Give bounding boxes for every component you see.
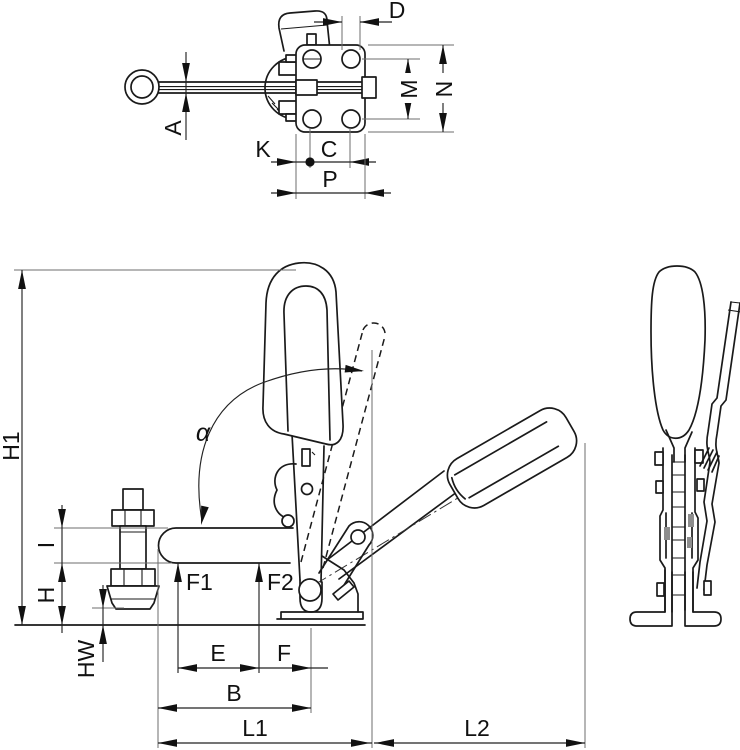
handle-open-position xyxy=(313,407,578,586)
dim-label-B: B xyxy=(226,680,241,706)
spindle-foot xyxy=(106,585,160,610)
dim-label-I: I xyxy=(33,542,59,548)
angle-arc: α xyxy=(196,364,365,526)
dim-F2: F2 xyxy=(255,563,294,673)
dim-label-P: P xyxy=(322,166,337,192)
dim-M: M xyxy=(362,58,422,120)
dim-label-L2: L2 xyxy=(464,715,490,741)
dim-A: A xyxy=(160,52,190,140)
front-view: α xyxy=(14,261,578,626)
dim-label-L1: L1 xyxy=(242,715,268,741)
dim-HW: HW xyxy=(73,585,124,678)
top-view-dimensions: D M N A xyxy=(160,0,457,199)
dim-label-alpha: α xyxy=(196,419,211,447)
main-pivot xyxy=(298,578,322,602)
dim-label-A: A xyxy=(160,120,186,136)
dim-label-D: D xyxy=(389,0,406,23)
dim-label-F2: F2 xyxy=(267,569,294,595)
spindle-ring xyxy=(124,69,160,105)
dim-P: P xyxy=(271,134,391,199)
side-grip xyxy=(650,265,707,440)
top-view xyxy=(124,10,377,133)
dim-B: B xyxy=(158,680,311,712)
dim-label-H: H xyxy=(33,587,59,604)
dim-E-F: E F xyxy=(178,640,328,672)
dim-I-H: I H xyxy=(33,505,172,633)
dim-N: N xyxy=(368,44,457,133)
dim-L2: L2 xyxy=(374,715,585,747)
dim-label-F1: F1 xyxy=(186,569,213,595)
dim-F1: F1 xyxy=(174,563,213,673)
clamp-arm xyxy=(157,527,294,564)
dim-label-M: M xyxy=(396,79,422,98)
dim-label-C: C xyxy=(321,136,338,162)
dim-H1: H1 xyxy=(0,269,296,625)
dim-label-H1: H1 xyxy=(0,431,24,460)
front-view-dimensions: H1 I H HW F1 F2 xyxy=(0,269,586,748)
clamp-body xyxy=(273,433,374,620)
dim-L1: L1 xyxy=(158,715,372,747)
dim-label-HW: HW xyxy=(73,640,99,679)
dim-K-C: K C xyxy=(255,128,376,199)
dim-label-F: F xyxy=(277,640,291,666)
link-rivet xyxy=(350,529,366,545)
dim-label-E: E xyxy=(210,640,225,666)
dim-D: D xyxy=(314,0,405,50)
dim-label-K: K xyxy=(255,136,271,162)
spindle-assembly xyxy=(106,488,160,610)
side-feet xyxy=(629,569,722,627)
dim-label-N: N xyxy=(431,81,457,98)
side-view xyxy=(629,265,740,627)
handle-closed-position xyxy=(262,261,344,446)
